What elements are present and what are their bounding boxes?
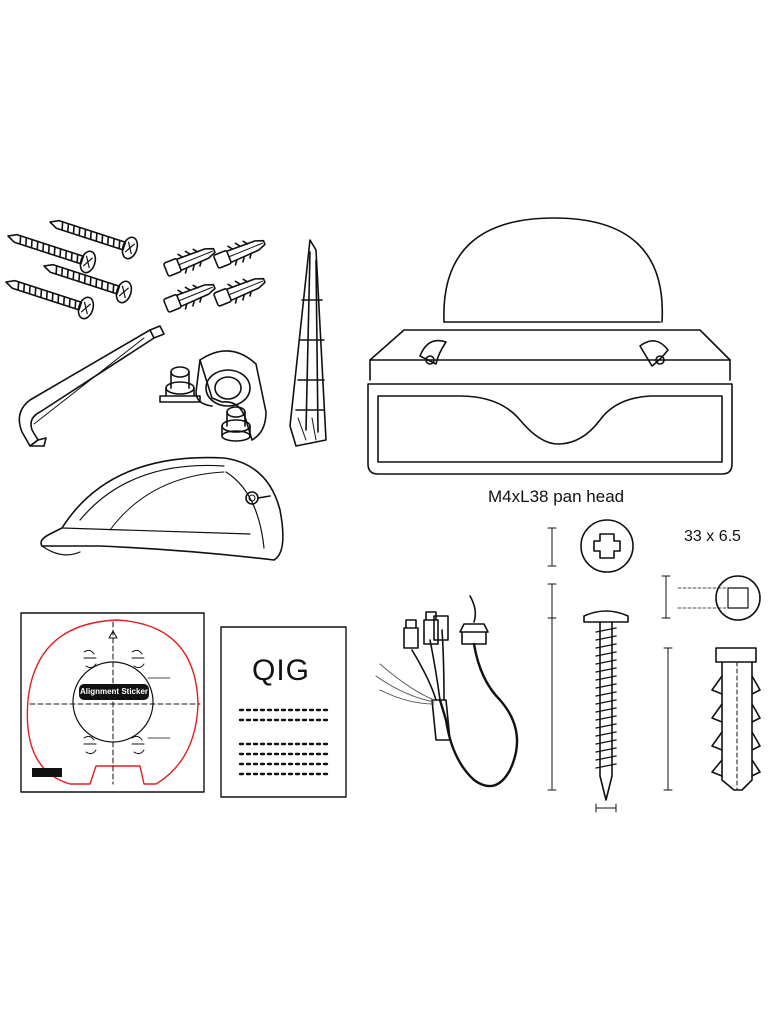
alignment-sticker-icon [20, 612, 205, 793]
screw-icon [49, 219, 139, 260]
alignment-sticker-label: Alignment Sticker [79, 684, 149, 700]
screw-icon [43, 263, 133, 304]
anchor-spec-drawing [661, 575, 761, 791]
screw-icon [5, 279, 95, 320]
wall-anchor-icon [213, 239, 266, 269]
wall-anchor-icon [213, 277, 266, 307]
qig-booklet-icon [220, 626, 347, 798]
dome-camera-icon [367, 217, 733, 475]
screw-icon [7, 233, 97, 274]
alignment-pin-icon [221, 406, 251, 442]
cable-icon [375, 595, 519, 788]
torx-wrench-icon [18, 325, 165, 447]
wall-anchor-icon [163, 247, 216, 277]
visor-icon [40, 456, 284, 561]
screw-spec-label: M4xL38 pan head [488, 487, 625, 506]
anchor-spec-label: 33 x 6.5 [684, 528, 741, 545]
wall-anchor-icon [163, 283, 216, 313]
spike-tool-icon [289, 239, 327, 447]
cable-gland-icon [195, 350, 267, 441]
screw-spec-drawing [547, 519, 634, 813]
alignment-pin-icon [159, 366, 201, 403]
qig-title: QIG [252, 654, 311, 687]
